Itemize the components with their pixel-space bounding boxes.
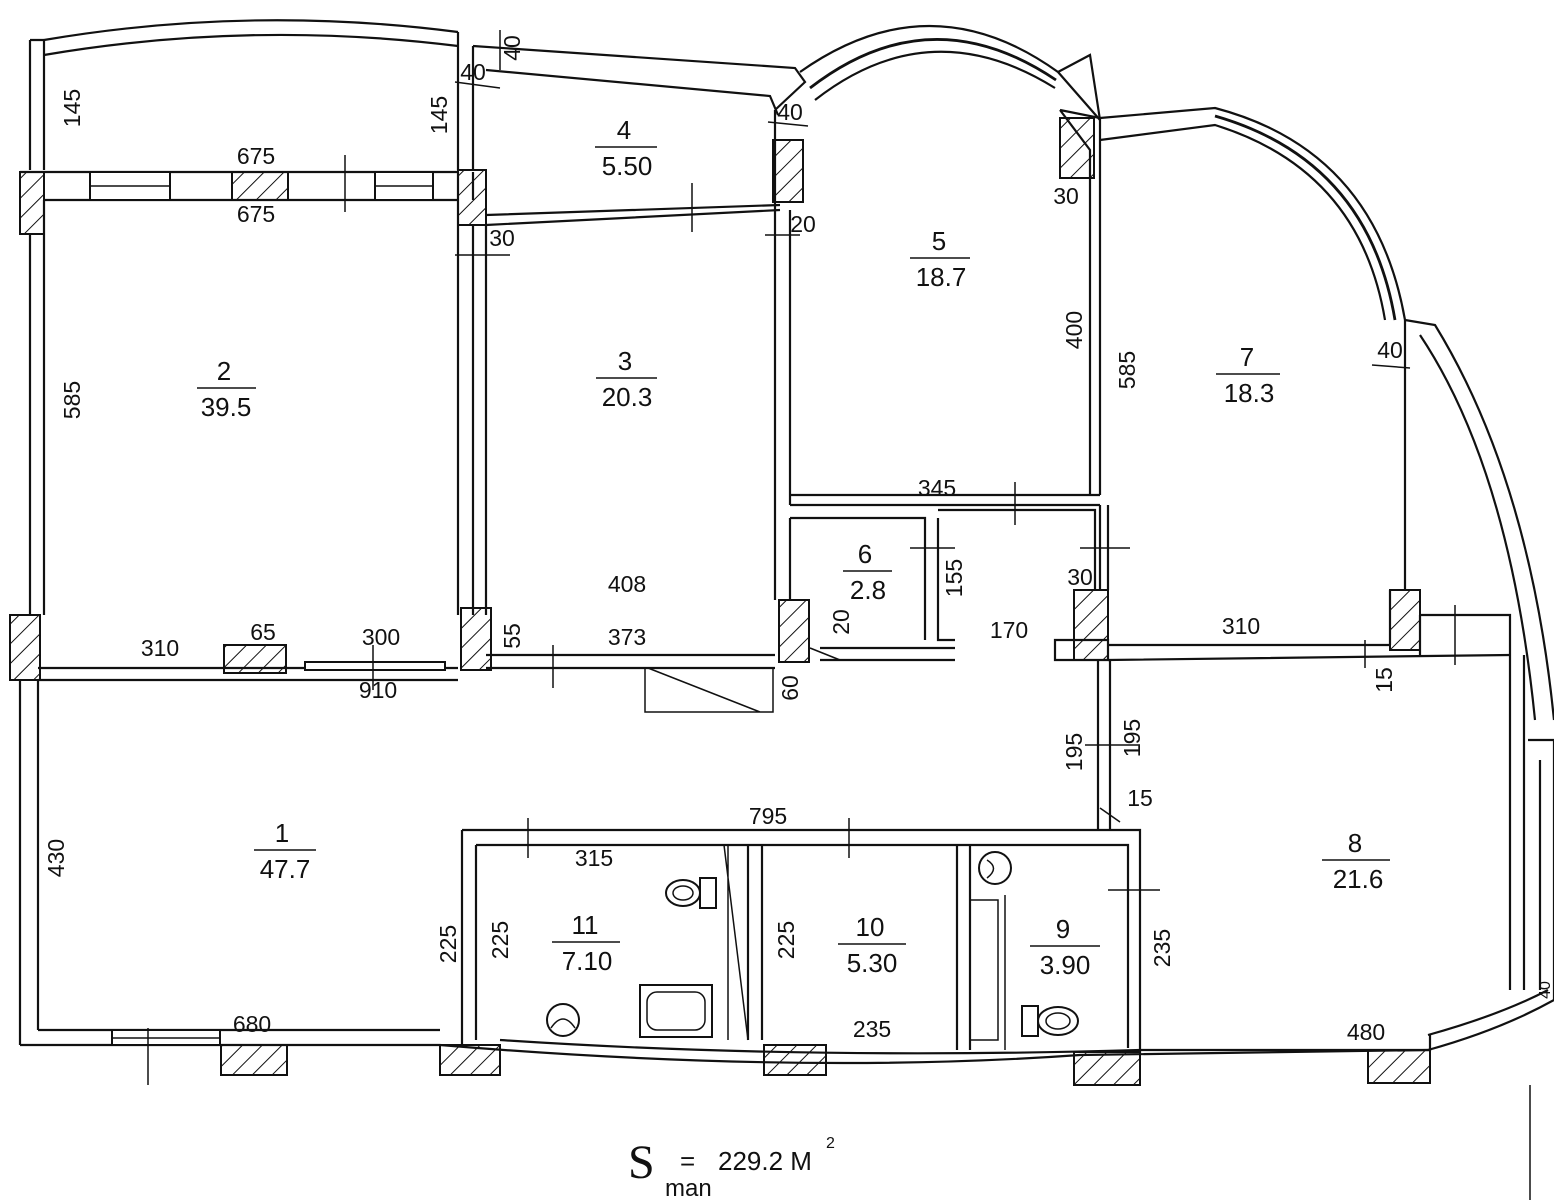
- dimension-label: 430: [43, 839, 69, 877]
- dimension-label: 145: [426, 96, 452, 134]
- room-8: 8 21.6: [1322, 828, 1390, 894]
- interior-walls: [38, 108, 1526, 1055]
- room-1: 1 47.7: [254, 818, 316, 884]
- dimension-label: 680: [233, 1011, 271, 1037]
- room-area: 20.3: [602, 382, 653, 412]
- dimension-label: 310: [1222, 613, 1260, 639]
- sink-icon: [978, 851, 1012, 885]
- area-subscript: man: [665, 1175, 712, 1200]
- dimension-label: 345: [918, 475, 956, 501]
- dimension-label: 195: [1119, 719, 1145, 757]
- room-number: 4: [617, 115, 631, 145]
- area-symbol: S: [628, 1136, 655, 1189]
- dimension-label: 795: [749, 803, 787, 829]
- dimension-label: 155: [941, 559, 967, 597]
- area-equals: =: [680, 1146, 695, 1176]
- toilet-icon: [1021, 1005, 1079, 1037]
- dimension-labels: 145 145 40 40 40 675 675 30 20 30 400 58…: [43, 35, 1554, 1045]
- toilet-icon: [665, 877, 717, 909]
- room-labels: 1 47.7 2 39.5 3 20.3 4 5.50 5 18.7 6 2.8: [197, 115, 1390, 980]
- room-area: 5.50: [602, 151, 653, 181]
- room-area: 47.7: [260, 854, 311, 884]
- sink-icon: [546, 1003, 580, 1037]
- room-number: 11: [572, 910, 599, 940]
- dimension-label: 910: [359, 677, 397, 703]
- room-area: 21.6: [1333, 864, 1384, 894]
- room-area: 2.8: [850, 575, 886, 605]
- room-number: 1: [275, 818, 289, 848]
- room-6: 6 2.8: [843, 539, 892, 605]
- room-9: 9 3.90: [1030, 914, 1100, 980]
- room-4: 4 5.50: [595, 115, 657, 181]
- room-number: 2: [217, 356, 231, 386]
- dimension-label: 675: [237, 143, 275, 169]
- room-5: 5 18.7: [910, 226, 970, 292]
- dimension-label: 30: [1053, 183, 1079, 209]
- dimension-label: 40: [460, 59, 486, 85]
- dimension-label: 235: [853, 1016, 891, 1042]
- bath-fixtures: [546, 851, 1079, 1038]
- room-area: 5.30: [847, 948, 898, 978]
- dimension-label: 225: [435, 925, 461, 963]
- dimension-label: 225: [773, 921, 799, 959]
- room-area: 18.3: [1224, 378, 1275, 408]
- dimension-label: 30: [1067, 564, 1093, 590]
- room-area: 3.90: [1040, 950, 1091, 980]
- room-11: 11 7.10: [552, 910, 620, 976]
- dimension-label: 373: [608, 624, 646, 650]
- area-value: 229.2 M: [718, 1146, 812, 1176]
- dimension-label: 585: [59, 381, 85, 419]
- room-number: 7: [1240, 342, 1254, 372]
- room-10: 10 5.30: [838, 912, 906, 978]
- room-3: 3 20.3: [596, 346, 657, 412]
- total-area: S man = 229.2 M 2: [628, 1135, 835, 1200]
- dimension-label: 400: [1061, 311, 1087, 349]
- room-number: 8: [1348, 828, 1362, 858]
- area-exponent: 2: [826, 1135, 835, 1152]
- dimension-label: 300: [362, 624, 400, 650]
- room-number: 9: [1056, 914, 1070, 944]
- dimension-label: 480: [1347, 1019, 1385, 1045]
- dimension-label: 585: [1114, 351, 1140, 389]
- room-area: 39.5: [201, 392, 252, 422]
- dimension-label: 40: [499, 35, 525, 61]
- dimension-label: 225: [487, 921, 513, 959]
- dimension-label: 15: [1127, 785, 1153, 811]
- bathtub-icon: [639, 984, 713, 1038]
- dimension-label: 315: [575, 845, 613, 871]
- room-area: 7.10: [562, 946, 613, 976]
- dimension-label: 408: [608, 571, 646, 597]
- exterior-walls: [18, 170, 1432, 1065]
- room-number: 10: [856, 912, 885, 942]
- room-7: 7 18.3: [1216, 342, 1280, 408]
- dimension-label: 310: [141, 635, 179, 661]
- room-number: 6: [858, 539, 872, 569]
- room-area: 18.7: [916, 262, 967, 292]
- structural-columns: [9, 117, 1431, 1086]
- dimension-label: 65: [250, 619, 276, 645]
- dimension-label: 145: [59, 89, 85, 127]
- dimension-label: 60: [777, 675, 803, 701]
- room-number: 3: [618, 346, 632, 376]
- dimension-label: 170: [990, 617, 1028, 643]
- dimension-label: 235: [1149, 929, 1175, 967]
- dimension-label: 20: [790, 211, 816, 237]
- room-number: 5: [932, 226, 946, 256]
- dimension-label: 195: [1061, 733, 1087, 771]
- dimension-label: 20: [828, 609, 854, 635]
- dimension-label: 30: [489, 225, 515, 251]
- room-2: 2 39.5: [197, 356, 256, 422]
- dimension-label: 40: [1377, 337, 1403, 363]
- dimension-label: 40: [777, 99, 803, 125]
- balcony-walls: [28, 19, 1554, 1200]
- dimension-label: 55: [499, 623, 525, 649]
- dimension-label: 40: [1537, 981, 1554, 999]
- dimension-ticks: [147, 30, 1456, 1085]
- dimension-label: 15: [1371, 667, 1397, 693]
- dimension-label: 675: [237, 201, 275, 227]
